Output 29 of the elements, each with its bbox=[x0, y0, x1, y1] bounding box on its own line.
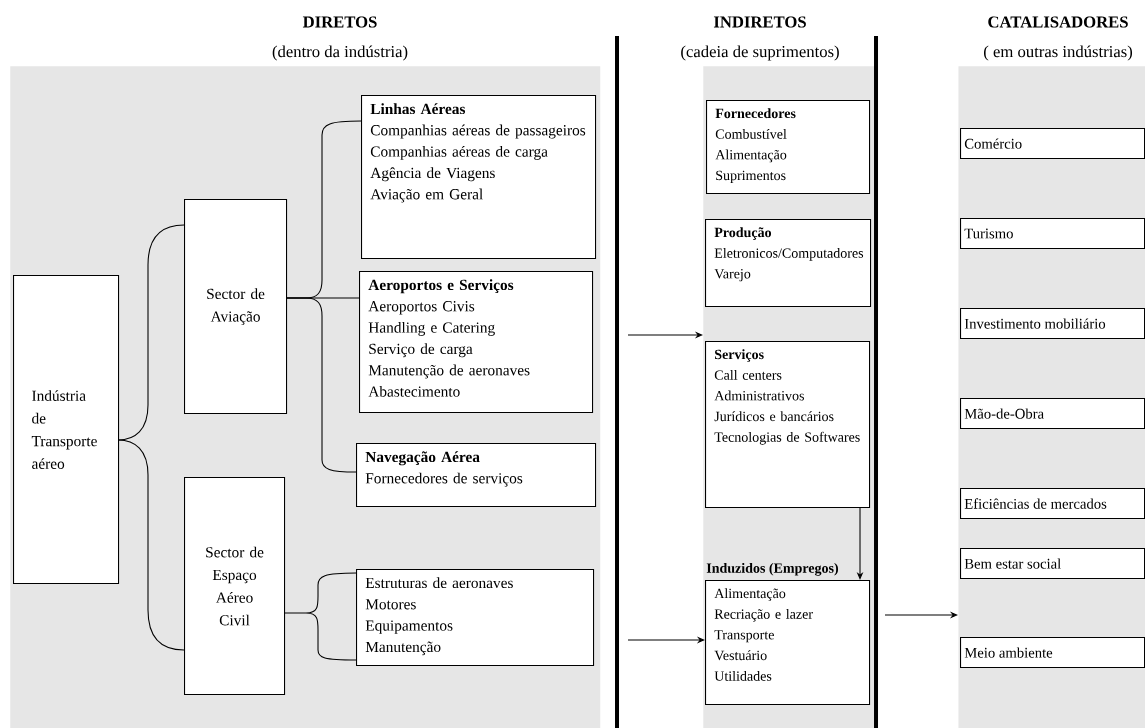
category-box: Navegação Aérea Fornecedores de serviços bbox=[356, 443, 597, 508]
category-box: Produção Eletronicos/Computadores Varejo bbox=[705, 219, 872, 308]
sector-box: Sector de Aviação bbox=[184, 199, 288, 415]
bracket-connector bbox=[283, 572, 357, 661]
column-subtitle: (cadeia de suprimentos) bbox=[681, 45, 839, 61]
column-heading: INDIRETOS bbox=[713, 16, 806, 28]
column-subtitle: ( em outras indústrias) bbox=[984, 45, 1133, 61]
catalyst-box: Mão-de-Obra bbox=[960, 398, 1145, 430]
catalyst-box: Eficiências de mercados bbox=[960, 488, 1145, 520]
node-label: Induzidos (Empregos) bbox=[706, 562, 839, 576]
category-box: Estruturas de aeronaves Motores Equipamentos Manutenção bbox=[356, 569, 595, 667]
column-subtitle: (dentro da indústria) bbox=[272, 45, 408, 61]
column-heading: DIRETOS bbox=[302, 16, 377, 28]
industry-box: Indústria de Transporte aéreo bbox=[13, 275, 120, 585]
bracket-connector bbox=[117, 439, 185, 651]
category-box: Aeroportos e Serviços Aeroportos Civis Handling e Catering Serviço de carga Manutenção de aeronaves Abastecimento bbox=[359, 271, 594, 414]
catalyst-box: Comércio bbox=[960, 128, 1145, 160]
catalyst-box: Bem estar social bbox=[960, 548, 1145, 580]
column-heading: CATALISADORES bbox=[988, 16, 1128, 28]
catalyst-box: Investimento mobiliário bbox=[960, 308, 1145, 340]
category-box: Induzidos (Empregos) Alimentação Recriação e lazer Transporte Vestuário Utilidades bbox=[705, 562, 871, 706]
bracket-connector bbox=[117, 224, 185, 441]
catalyst-box: Meio ambiente bbox=[960, 637, 1145, 669]
category-box: Fornecedores Combustível Alimentação Suprimentos bbox=[706, 100, 871, 195]
category-box: Serviços Call centers Administrativos Jurídicos e bancários Tecnologias de Softwares bbox=[705, 341, 871, 509]
bracket-connector bbox=[285, 297, 357, 473]
category-box: Linhas Aéreas Companhias aéreas de passageiros Companhias aéreas de carga Agência de Viagens Aviação em Geral bbox=[361, 95, 597, 260]
catalyst-box: Turismo bbox=[960, 218, 1145, 250]
sector-box: Sector de Espaço Aéreo Civil bbox=[184, 477, 286, 696]
